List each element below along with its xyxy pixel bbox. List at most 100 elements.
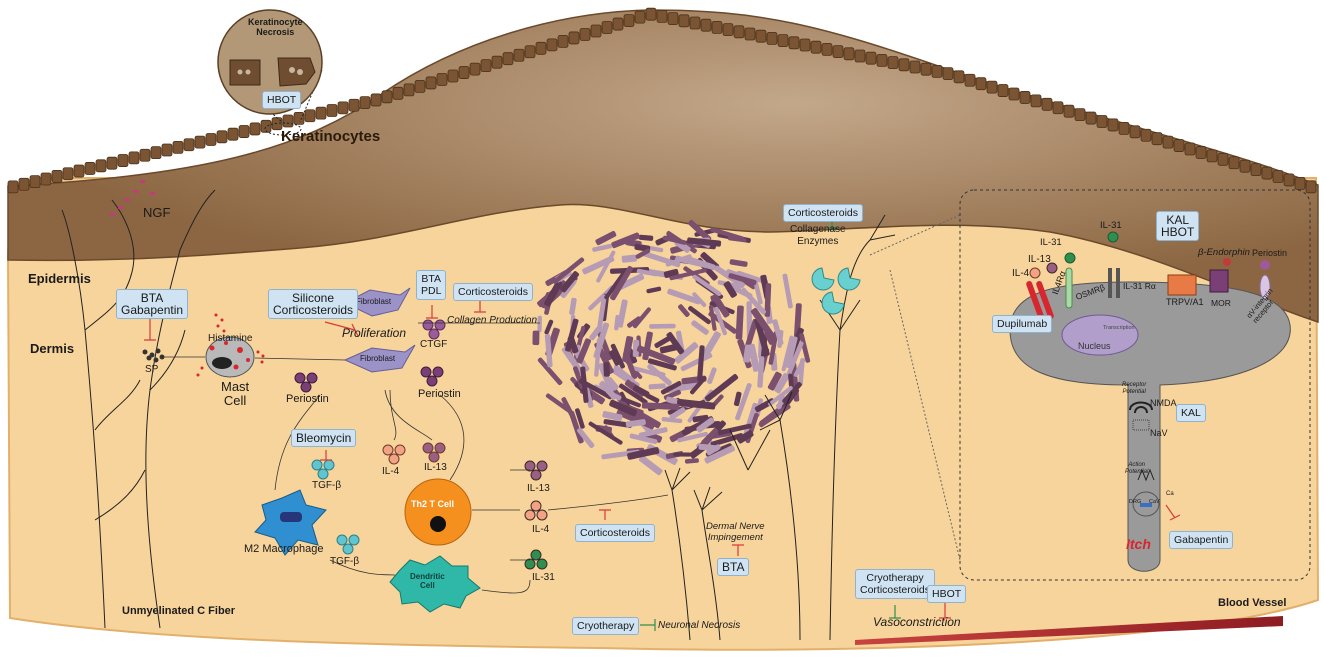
keratinocyte-brick — [789, 37, 799, 49]
c-fiber-label: Unmyelinated C Fiber — [122, 605, 235, 617]
th2-t-cell — [405, 479, 471, 545]
keratinocyte-brick — [987, 81, 997, 93]
drug-corticosteroids-collagenase: Corticosteroids — [783, 204, 863, 222]
collagen-fiber — [603, 362, 610, 377]
keratinocyte-brick — [162, 144, 172, 156]
drug-hbot-keratinocyte: HBOT — [262, 91, 301, 109]
keratinocyte-brick — [448, 70, 458, 82]
keratinocyte-brick — [1163, 136, 1173, 148]
drug-kal: KAL — [1176, 404, 1206, 422]
keratinocyte-brick — [943, 68, 953, 80]
collagen-fiber — [537, 316, 542, 332]
keratinocyte-brick — [756, 30, 766, 42]
keratinocyte-brick — [30, 176, 40, 188]
drug-cryotherapy-corticosteroids: Cryotherapy Corticosteroids — [855, 569, 935, 599]
keratinocyte-brick — [1152, 133, 1162, 145]
il4-label-center: IL-4 — [382, 466, 399, 478]
keratinocyte-brick — [690, 17, 700, 29]
keratinocyte-brick — [250, 123, 260, 135]
drug-corticosteroids-th2: Corticosteroids — [575, 524, 655, 542]
periostin-label-right: Periostin — [418, 388, 461, 400]
keratinocyte-brick — [217, 131, 227, 143]
inset-cav-label: CaV — [1149, 496, 1160, 508]
periostin-label-left: Periostin — [286, 393, 329, 405]
keratinocyte-brick — [976, 78, 986, 90]
keratinocyte-brick — [1108, 119, 1118, 131]
keratinocyte-brick — [899, 59, 909, 71]
keratinocyte-brick — [1119, 122, 1129, 134]
drug-cryotherapy: Cryotherapy — [572, 617, 639, 635]
keratinocyte-brick — [184, 139, 194, 151]
kerat-necrosis-label: Keratinocyte Necrosis — [248, 17, 303, 37]
collagen-fiber — [621, 254, 637, 262]
keratinocyte-brick — [921, 63, 931, 75]
keratinocyte-brick — [415, 80, 425, 92]
keratinocyte-brick — [1306, 181, 1316, 193]
keratinocyte-brick — [41, 173, 51, 185]
keratinocyte-brick — [1218, 153, 1228, 165]
keratinocyte-brick — [85, 162, 95, 174]
vasoconstriction-label: Vasoconstriction — [873, 616, 961, 628]
drug-gabapentin-inset: Gabapentin — [1169, 531, 1233, 549]
keratinocyte-brick — [382, 91, 392, 103]
keratinocyte-brick — [481, 60, 491, 72]
keratinocyte-brick — [316, 107, 326, 119]
keratinocyte-brick — [1042, 98, 1052, 110]
keratinocyte-brick — [129, 152, 139, 164]
keratinocyte-brick — [1020, 91, 1030, 103]
keratinocyte-brick — [1130, 126, 1140, 138]
keratinocyte-brick — [1229, 157, 1239, 169]
keratinocyte-brick — [437, 73, 447, 85]
keratinocyte-brick — [360, 97, 370, 109]
fibroblast-label-upper: Fibroblast — [356, 296, 391, 308]
keratinocyte-brick — [1295, 177, 1305, 189]
epidermis-label: Epidermis — [28, 273, 91, 285]
inset-mor-label: MOR — [1211, 297, 1231, 309]
keratinocyte-brick — [1174, 140, 1184, 152]
drug-bta-gabapentin: BTA Gabapentin — [116, 289, 188, 319]
drug-bta: BTA — [717, 558, 749, 576]
inset-drg-label: DRG — [1129, 496, 1141, 508]
keratinocyte-brick — [1240, 160, 1250, 172]
keratinocyte-brick — [1185, 143, 1195, 155]
keratinocyte-brick — [239, 126, 249, 138]
keratinocyte-brick — [371, 94, 381, 106]
keratinocyte-brick — [426, 77, 436, 89]
tgfb-label-upper: TGF-β — [312, 480, 341, 492]
keratinocyte-brick — [646, 8, 656, 20]
inset-il4-label: IL-4 — [1012, 268, 1029, 280]
fibroblast-label-lower: Fibroblast — [360, 353, 395, 365]
keratinocyte-brick — [228, 128, 238, 140]
inset-il31-label-b: IL-31 — [1100, 220, 1122, 232]
keratinocyte-brick — [118, 155, 128, 167]
th2-label: Th2 T Cell — [411, 498, 454, 510]
inset-transcription-label: Transcription — [1103, 322, 1135, 334]
ngf-label: NGF — [143, 207, 170, 219]
keratinocyte-brick — [393, 87, 403, 99]
keratinocyte-brick — [206, 133, 216, 145]
collagenase-label: Collagenase Enzymes — [790, 224, 846, 248]
keratinocyte-brick — [459, 67, 469, 79]
il4-label-right: IL-4 — [532, 524, 549, 536]
mast-cell-label: Mast Cell — [221, 380, 249, 408]
itch-label: Itch — [1126, 538, 1151, 550]
keratinocyte-brick — [492, 56, 502, 68]
keratinocyte-brick — [173, 141, 183, 153]
drug-silicone-corticosteroids: Silicone Corticosteroids — [268, 289, 358, 319]
keratinocyte-brick — [74, 165, 84, 177]
keratinocyte-brick — [338, 102, 348, 114]
keratinocyte-brick — [580, 28, 590, 40]
keratinocyte-brick — [855, 50, 865, 62]
keratinocyte-brick — [822, 43, 832, 55]
il31-label-right: IL-31 — [532, 572, 555, 584]
keratinocyte-brick — [657, 10, 667, 22]
keratinocyte-brick — [800, 39, 810, 51]
keratinocyte-brick — [525, 46, 535, 58]
keratinocyte-brick — [305, 110, 315, 122]
inset-nmda-label: NMDA — [1150, 397, 1177, 409]
drug-kal-hbot: KAL HBOT — [1156, 211, 1199, 241]
macrophage-nucleus — [280, 512, 302, 522]
keratinocyte-brick — [734, 26, 744, 38]
inset-trpv-label: TRPV/A1 — [1166, 296, 1204, 308]
